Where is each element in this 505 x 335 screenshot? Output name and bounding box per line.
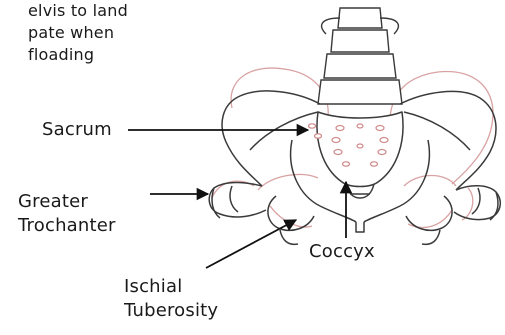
fragment-line: pate when [28,22,128,44]
ischial-tuberosity-arrow [206,220,296,268]
pelvis-outline [209,91,500,244]
coccyx-label: Coccyx [309,240,375,264]
cropped-text-fragment: elvis to land pate when floading [28,0,128,66]
greater-trochanter-label-line-2: Trochanter [18,214,116,238]
ischial-tuberosity-label-line-2: Tuberosity [124,299,218,323]
greater-trochanter-label-line-1: Greater [18,190,116,214]
greater-trochanter-label: Greater Trochanter [18,190,116,238]
fragment-line: floading [28,44,128,66]
sacrum-label: Sacrum [42,118,112,142]
ischial-tuberosity-label: Ischial Tuberosity [124,275,218,323]
fragment-line: elvis to land [28,0,128,22]
ischial-tuberosity-label-line-1: Ischial [124,275,218,299]
lumbar-spine [318,8,402,104]
